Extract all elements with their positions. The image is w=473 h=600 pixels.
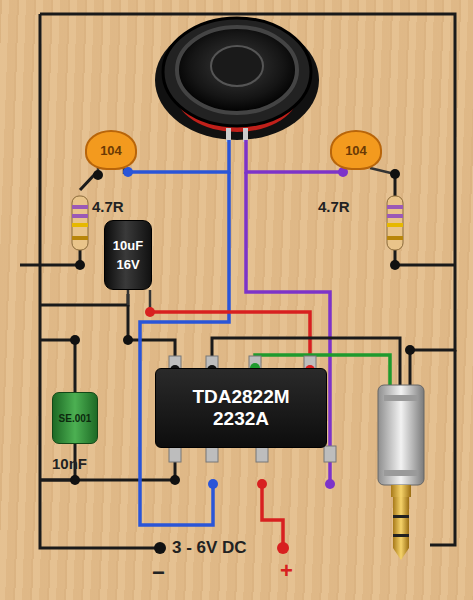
ceramic-capacitor: 104 xyxy=(330,130,382,170)
electrolytic-capacitor: 10uF 16V xyxy=(104,220,152,290)
cap-leads xyxy=(98,168,395,312)
audio-jack xyxy=(378,385,424,560)
part-text: 104 xyxy=(345,143,367,158)
supply-voltage: 3 - 6V DC xyxy=(172,538,247,558)
frame-wire xyxy=(20,14,455,548)
part-text: SE.001 xyxy=(59,413,92,424)
part-text: 104 xyxy=(100,143,122,158)
film-capacitor: SE.001 xyxy=(52,392,98,444)
polarity-sign: + xyxy=(280,558,293,584)
part-text: 2232A xyxy=(213,408,269,430)
part-text: 16V xyxy=(116,257,139,272)
resistor-value: 4.7R xyxy=(318,198,350,215)
capacitor-value: 10nF xyxy=(52,455,87,472)
polarity-sign: − xyxy=(152,560,165,586)
speaker xyxy=(155,18,319,142)
junction-dot xyxy=(70,167,415,554)
ic-chip: TDA2822M2232A xyxy=(155,368,327,448)
part-text: TDA2822M xyxy=(192,386,289,408)
part-text: 10uF xyxy=(113,238,143,253)
ceramic-capacitor: 104 xyxy=(85,130,137,170)
resistor-value: 4.7R xyxy=(92,198,124,215)
blue-wire xyxy=(128,140,229,525)
